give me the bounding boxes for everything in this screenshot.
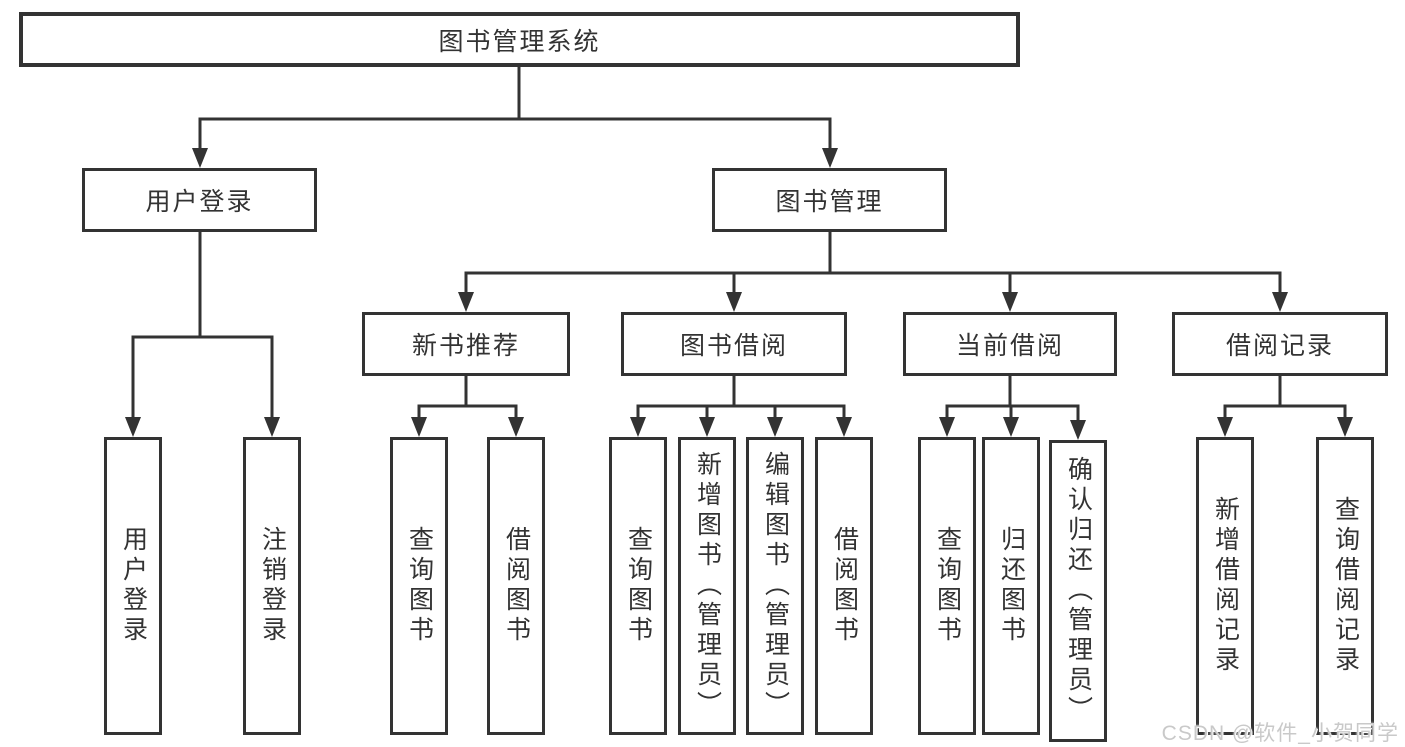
leaf-add-borrow-record: 新增借阅记录 bbox=[1196, 437, 1254, 735]
node-label: 图书管理系统 bbox=[438, 27, 601, 56]
csdn-watermark: CSDN @软件_小贺同学 bbox=[1161, 722, 1399, 745]
connector-currentborrow-to-leaves bbox=[945, 374, 1080, 424]
leaf-confirm-return-admin: 确认归还（管理员） bbox=[1049, 440, 1107, 742]
node-label: 用户登录 bbox=[145, 188, 254, 216]
node-label: 新增图书（管理员） bbox=[693, 451, 722, 721]
node-label: 归还图书 bbox=[997, 526, 1026, 646]
node-label: 编辑图书（管理员） bbox=[761, 451, 790, 721]
leaf-edit-books-admin: 编辑图书（管理员） bbox=[746, 437, 804, 735]
node-label: 图书借阅 bbox=[679, 332, 788, 360]
node-label: 查询图书 bbox=[405, 526, 434, 646]
node-library-management-system: 图书管理系统 bbox=[19, 12, 1020, 67]
node-label: 确认归还（管理员） bbox=[1064, 456, 1093, 726]
arrowheads-records-leaves bbox=[1217, 417, 1353, 437]
connector-userlogin-to-leaves bbox=[131, 230, 274, 421]
leaf-recommend-query-books: 查询图书 bbox=[390, 437, 448, 735]
leaf-add-books-admin: 新增图书（管理员） bbox=[678, 437, 736, 735]
node-label: 用户登录 bbox=[119, 526, 148, 646]
arrowheads-level2 bbox=[458, 292, 1288, 312]
node-borrow-records: 借阅记录 bbox=[1172, 312, 1388, 376]
arrowheads-bookborrow-leaves bbox=[630, 417, 852, 437]
leaf-recommend-borrow-books: 借阅图书 bbox=[487, 437, 545, 735]
leaf-user-login: 用户登录 bbox=[104, 437, 162, 735]
node-label: 查询图书 bbox=[624, 526, 653, 646]
node-label: 注销登录 bbox=[258, 526, 287, 646]
node-label: 当前借阅 bbox=[955, 332, 1064, 360]
connector-bookborrow-to-leaves bbox=[636, 374, 846, 421]
node-current-borrow: 当前借阅 bbox=[903, 312, 1117, 376]
node-book-borrow: 图书借阅 bbox=[621, 312, 847, 376]
leaf-borrow-query-books: 查询图书 bbox=[609, 437, 667, 735]
connector-recommend-to-leaves bbox=[417, 374, 518, 421]
node-label: 借阅图书 bbox=[502, 526, 531, 646]
node-label: 图书管理 bbox=[775, 188, 884, 216]
connector-root-to-level1 bbox=[198, 67, 832, 152]
arrowheads-recommend-leaves bbox=[411, 417, 524, 437]
node-label: 查询图书 bbox=[933, 526, 962, 646]
node-label: 新书推荐 bbox=[411, 332, 520, 360]
node-book-management: 图书管理 bbox=[712, 168, 947, 232]
node-new-book-recommend: 新书推荐 bbox=[362, 312, 570, 376]
leaf-borrow-books: 借阅图书 bbox=[815, 437, 873, 735]
node-label: 借阅图书 bbox=[830, 526, 859, 646]
leaf-return-books: 归还图书 bbox=[982, 437, 1040, 735]
arrowheads-userlogin-leaves bbox=[125, 417, 280, 437]
connector-records-to-leaves bbox=[1223, 374, 1347, 421]
leaf-current-query-books: 查询图书 bbox=[918, 437, 976, 735]
node-label: 新增借阅记录 bbox=[1211, 496, 1240, 676]
arrowheads-level1 bbox=[192, 148, 838, 168]
node-user-login: 用户登录 bbox=[82, 168, 317, 232]
node-label: 查询借阅记录 bbox=[1331, 496, 1360, 676]
node-label: 借阅记录 bbox=[1225, 332, 1334, 360]
leaf-logout: 注销登录 bbox=[243, 437, 301, 735]
leaf-query-borrow-record: 查询借阅记录 bbox=[1316, 437, 1374, 735]
connector-bookmgmt-to-level2 bbox=[464, 230, 1282, 296]
